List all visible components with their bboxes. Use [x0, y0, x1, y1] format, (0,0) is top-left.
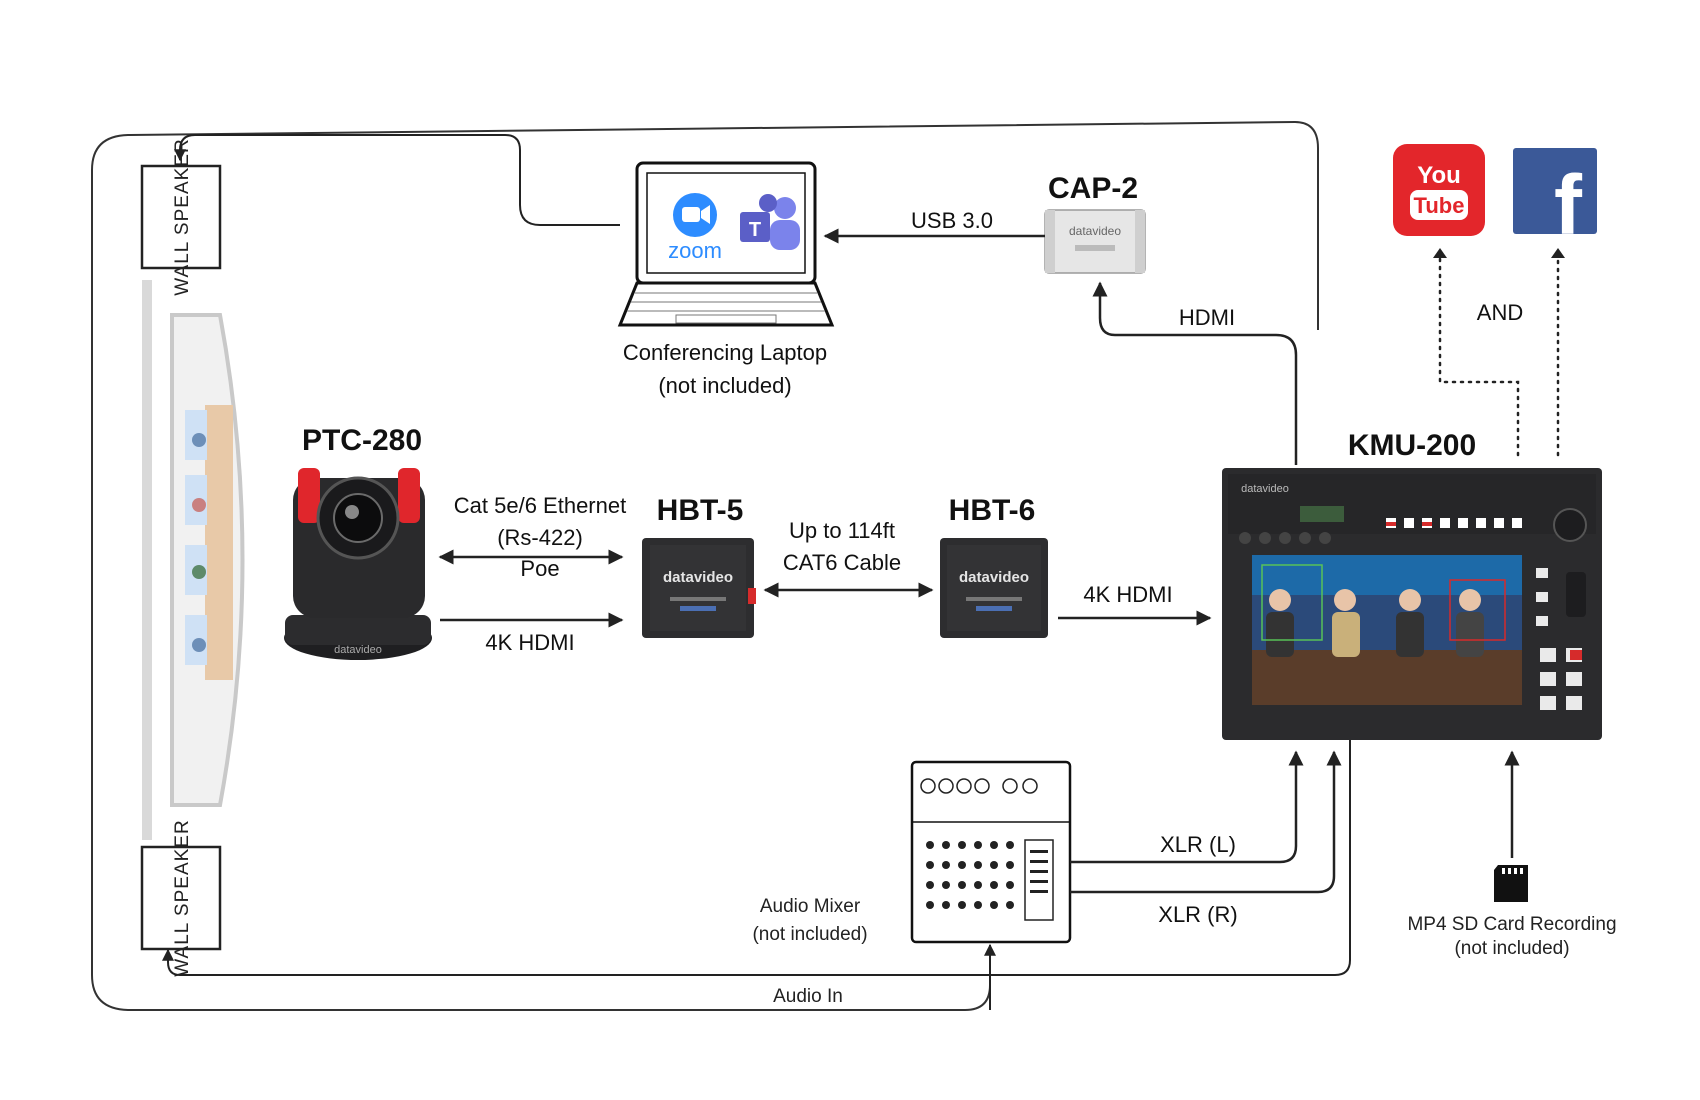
facebook-icon: f [1513, 148, 1597, 252]
laptop-to-speaker-line [174, 134, 620, 226]
label-usb: USB 3.0 [911, 208, 993, 233]
label-hbt5: HBT-5 [657, 494, 744, 527]
kmu200-device: datavideo [1222, 468, 1602, 740]
cap2-device: datavideo [1044, 209, 1146, 274]
xlr-r-line [1070, 750, 1342, 894]
hbt6-device: datavideo [940, 538, 1048, 638]
conferencing-laptop: zoom T [617, 161, 835, 327]
ptc280-brand: datavideo [334, 644, 382, 656]
teams-icon: T [740, 194, 800, 250]
label-hdmi-cap: HDMI [1179, 305, 1235, 330]
label-kmu200: KMU-200 [1348, 429, 1476, 462]
zoom-text: zoom [668, 238, 722, 263]
label-cable-1: Up to 114ft [789, 518, 895, 543]
label-hbt6: HBT-6 [949, 494, 1036, 527]
facebook-text: f [1554, 158, 1583, 252]
audio-in-line [162, 740, 1351, 976]
youtube-text-bottom: Tube [1414, 193, 1465, 218]
label-mixer-note: (not included) [752, 924, 867, 945]
conference-room-illustration [142, 280, 245, 840]
sd-card-icon [1494, 865, 1528, 902]
wall-speaker-top-label: WALL SPEAKER [172, 138, 193, 295]
room-outline [129, 120, 1319, 330]
wall-speaker-top: WALL SPEAKER [140, 138, 222, 296]
youtube-arrow-icon [1433, 248, 1447, 258]
youtube-text-top: You [1417, 162, 1461, 189]
audio-mixer [910, 760, 1072, 944]
label-ethernet-2: (Rs-422) [497, 525, 583, 550]
hbt5-brand: datavideo [663, 569, 733, 586]
hdmi-cap-arrow [1092, 281, 1298, 465]
label-audio-in: Audio In [773, 986, 843, 1007]
kmu200-brand: datavideo [1241, 483, 1289, 495]
label-sd: MP4 SD Card Recording [1407, 914, 1616, 935]
hbt5-device: datavideo [642, 538, 756, 638]
label-ptc280: PTC-280 [302, 424, 422, 457]
label-mixer: Audio Mixer [760, 896, 861, 917]
label-cable-2: CAT6 Cable [783, 550, 901, 575]
wall-speaker-bottom: WALL SPEAKER [140, 819, 222, 977]
label-laptop-note: (not included) [658, 373, 791, 398]
facebook-arrow-icon [1551, 248, 1565, 258]
label-ethernet-3: Poe [520, 556, 559, 581]
youtube-icon: You Tube [1393, 144, 1485, 236]
youtube-stream-line [1438, 250, 1520, 457]
label-ethernet-1: Cat 5e/6 Ethernet [454, 493, 626, 518]
label-sd-note: (not included) [1454, 938, 1569, 959]
label-cap2: CAP-2 [1048, 172, 1138, 205]
zoom-icon: zoom [668, 193, 722, 263]
label-xlr-l: XLR (L) [1160, 832, 1236, 857]
label-hdmi-cam: 4K HDMI [485, 630, 574, 655]
room-outline-left [91, 134, 991, 1011]
label-xlr-r: XLR (R) [1158, 902, 1237, 927]
label-and: AND [1477, 300, 1523, 325]
xlr-l-line [1070, 750, 1304, 864]
wall-speaker-bottom-label: WALL SPEAKER [172, 819, 193, 976]
cap2-brand: datavideo [1069, 224, 1121, 238]
label-laptop: Conferencing Laptop [623, 340, 827, 365]
label-hdmi-kmu: 4K HDMI [1083, 582, 1172, 607]
hbt6-brand: datavideo [959, 569, 1029, 586]
ptc280-camera: datavideo [284, 468, 432, 660]
teams-text: T [749, 219, 761, 241]
